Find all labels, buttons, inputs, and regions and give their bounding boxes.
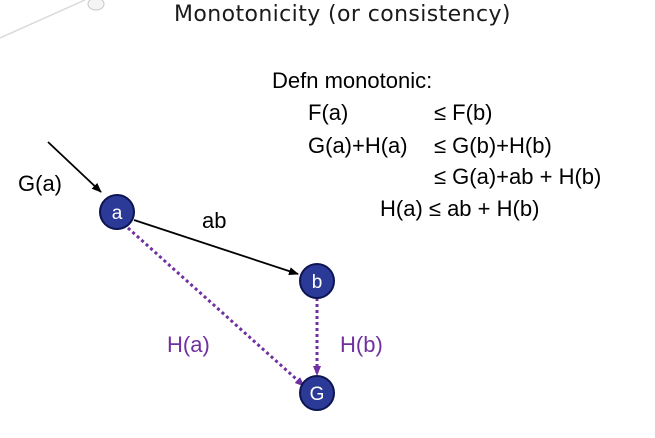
definition-line-3-right: ≤ G(a)+ab + H(b) bbox=[434, 164, 602, 189]
heuristic-a-label: H(a) bbox=[167, 332, 210, 357]
incoming-edge-arrow bbox=[47, 141, 102, 193]
edge-a-to-b bbox=[133, 219, 299, 275]
definition-heading: Defn monotonic: bbox=[272, 68, 433, 93]
definition-line-2-right: ≤ G(b)+H(b) bbox=[434, 133, 552, 158]
definition-line-1-left: F(a) bbox=[308, 100, 349, 125]
node-b: b bbox=[299, 263, 335, 299]
heuristic-b-label: H(b) bbox=[340, 332, 383, 357]
edge-cost-label: ab bbox=[202, 208, 226, 233]
node-b-label: b bbox=[312, 272, 323, 293]
node-goal-label: G bbox=[310, 384, 325, 405]
node-a: a bbox=[99, 194, 135, 230]
definition-line-1-right: ≤ F(b) bbox=[434, 100, 493, 125]
definition-line-4: H(a) ≤ ab + H(b) bbox=[380, 196, 540, 221]
definition-line-2-left: G(a)+H(a) bbox=[308, 133, 408, 158]
slide-title: Monotonicity (or consistency) bbox=[174, 2, 511, 27]
corner-decoration bbox=[0, 0, 105, 39]
heuristic-a-to-goal bbox=[126, 226, 306, 388]
node-goal: G bbox=[299, 375, 335, 411]
node-a-label: a bbox=[112, 203, 123, 224]
incoming-cost-label: G(a) bbox=[18, 171, 62, 196]
